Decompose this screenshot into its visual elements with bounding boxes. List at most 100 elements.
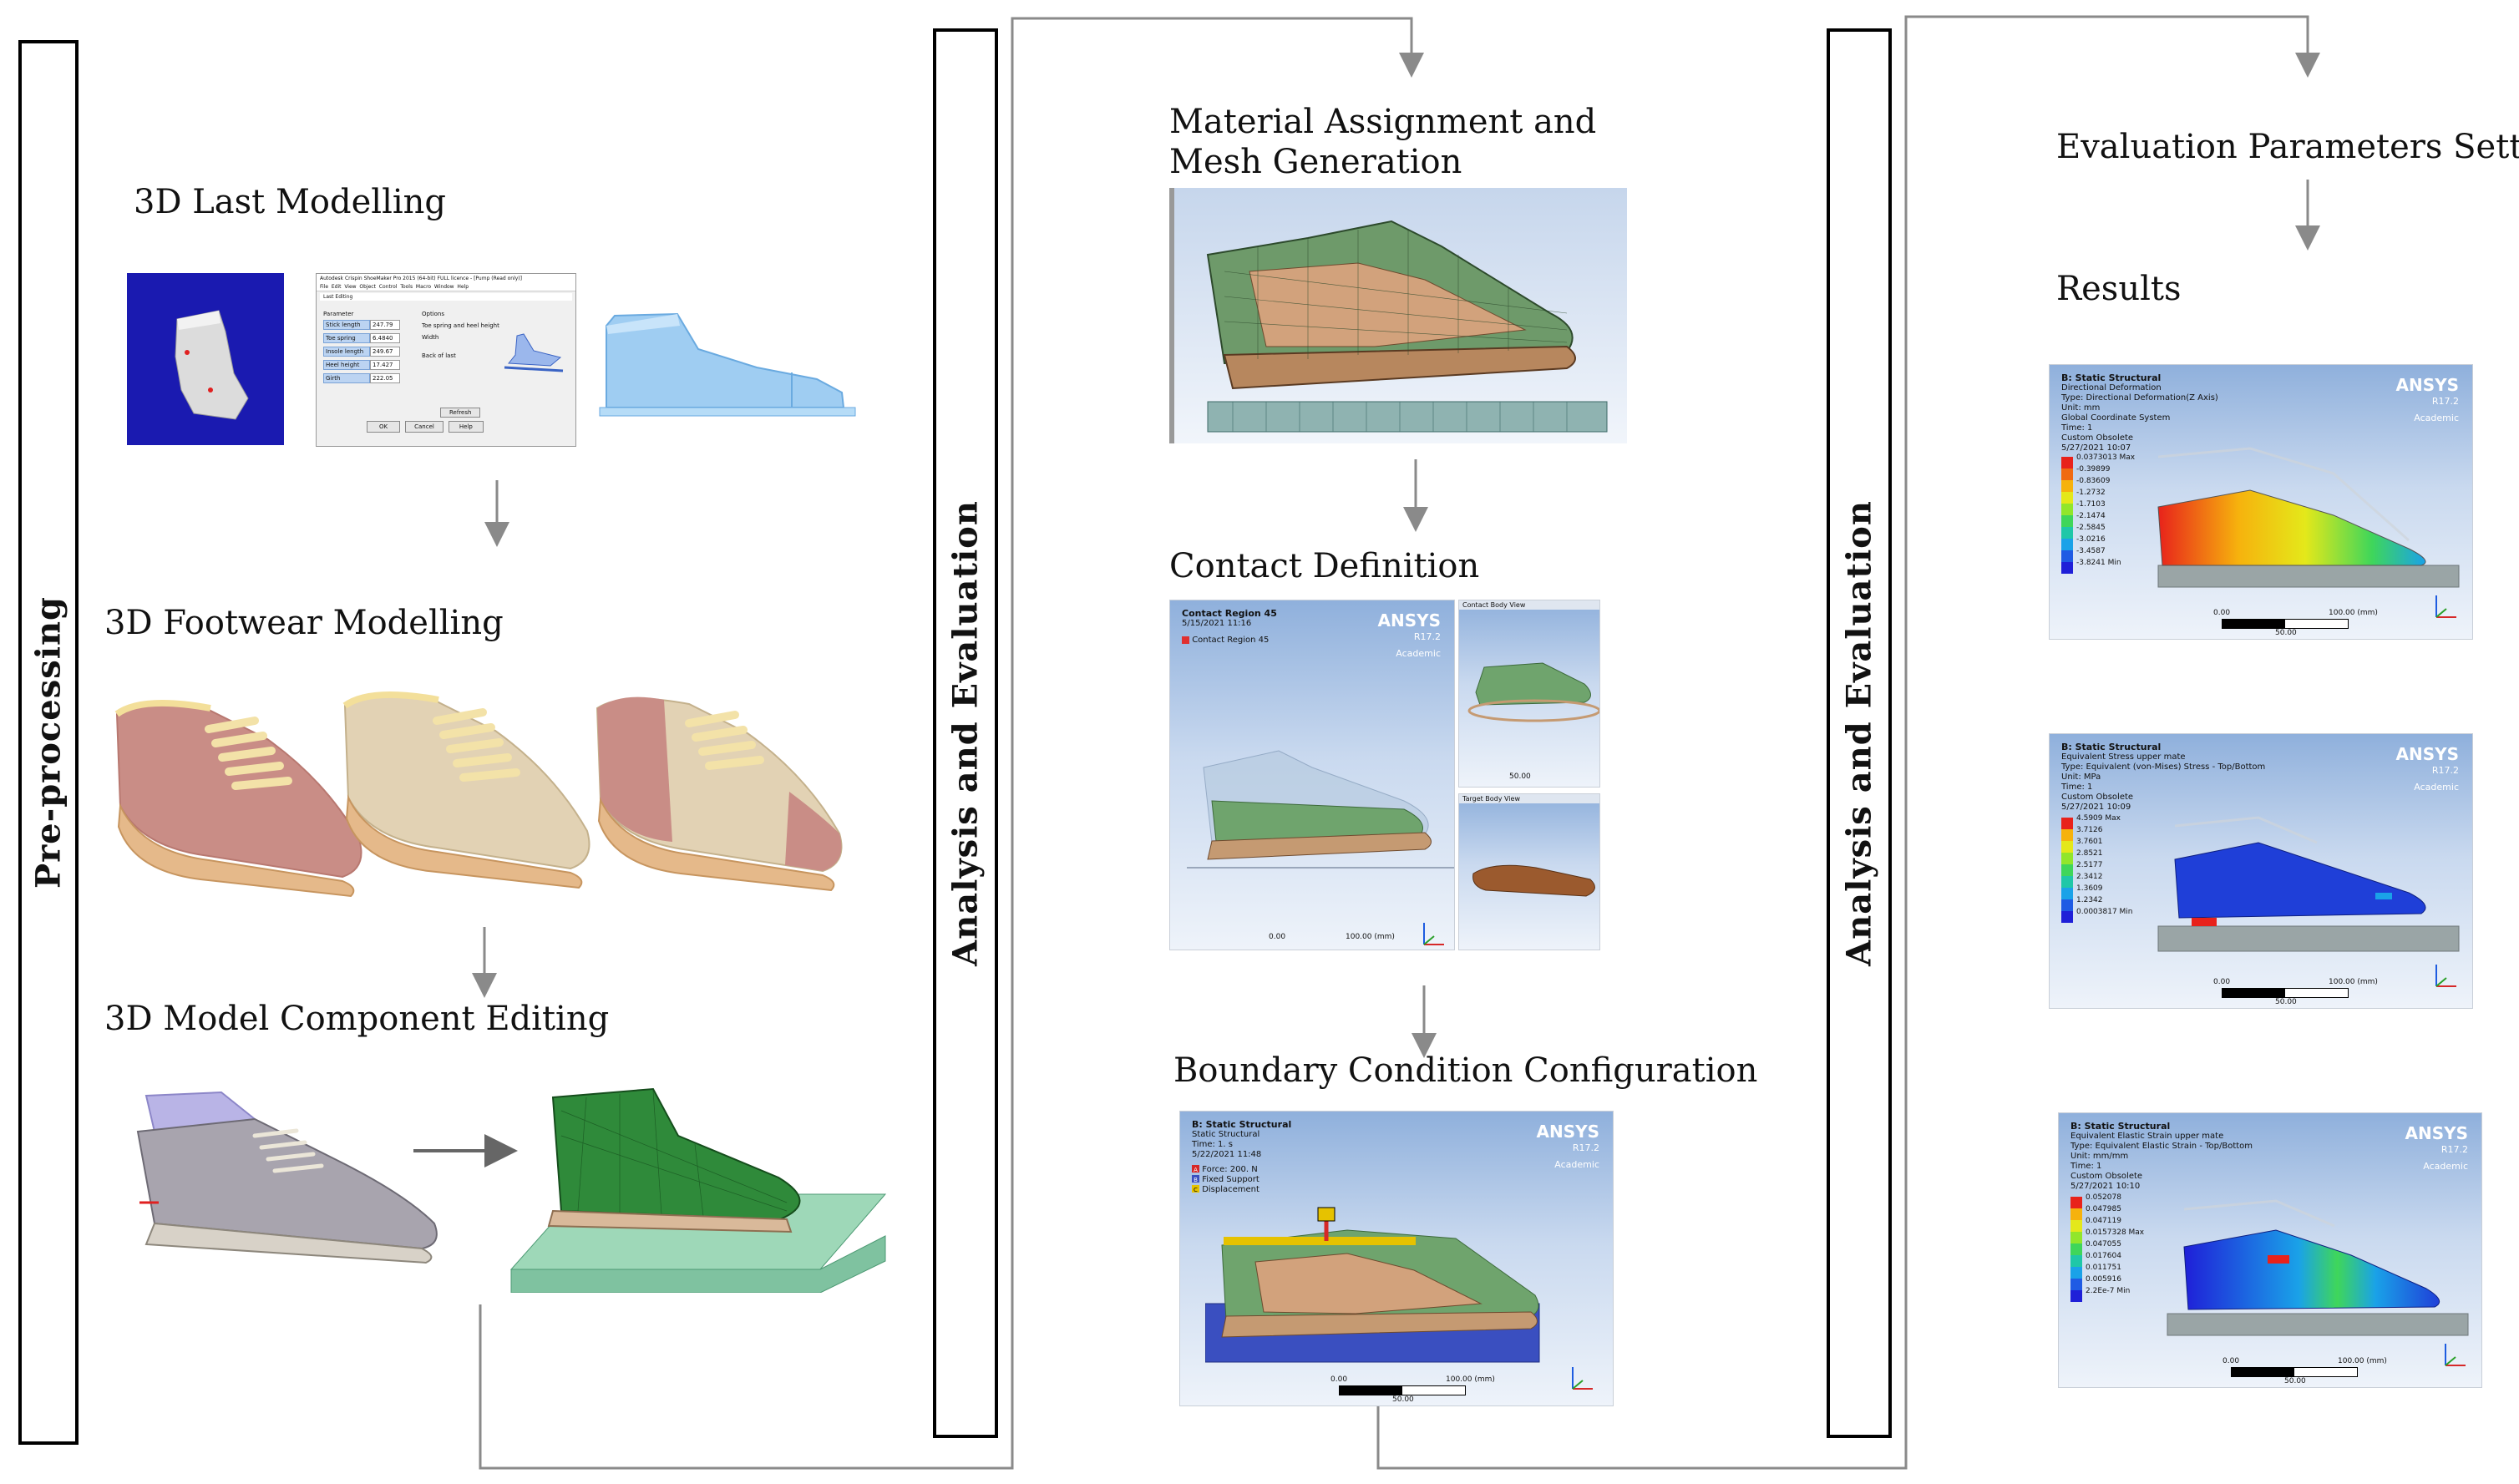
legend-value: 3.7126 bbox=[2076, 826, 2103, 834]
last-3d-view bbox=[127, 273, 284, 445]
boundary-legend-item: A Force: 200. N bbox=[1192, 1165, 1291, 1175]
analysis-box-2: Analysis and Evaluation bbox=[1827, 28, 1892, 1438]
param-label[interactable]: Toe spring bbox=[323, 333, 370, 343]
boundary-scale-end: 100.00 (mm) bbox=[1446, 1375, 1495, 1384]
axis-triad-icon bbox=[1423, 923, 1444, 945]
result-line: Equivalent Elastic Strain upper mate bbox=[2070, 1132, 2224, 1141]
menu-tools[interactable]: Tools bbox=[400, 284, 413, 290]
param-label[interactable]: Insole length bbox=[323, 347, 370, 357]
result-title: B: Static Structural bbox=[2061, 372, 2162, 383]
option-item[interactable]: Back of last bbox=[422, 352, 456, 359]
legend-value: 0.0373013 Max bbox=[2076, 453, 2136, 462]
result-scale-end: 100.00 (mm) bbox=[2329, 609, 2378, 617]
option-item[interactable]: Width bbox=[422, 334, 439, 341]
legend-value: 0.052078 bbox=[2086, 1193, 2121, 1202]
color-legend bbox=[2070, 1197, 2082, 1302]
shoe-render-mixed bbox=[596, 696, 843, 892]
options-header: Options bbox=[422, 311, 445, 317]
menu-edit[interactable]: Edit bbox=[331, 284, 342, 290]
legend-value: -2.1474 bbox=[2076, 512, 2106, 520]
menu-object[interactable]: Object bbox=[359, 284, 376, 290]
menu-macro[interactable]: Macro bbox=[415, 284, 432, 290]
step-footwear-modelling: 3D Footwear Modelling bbox=[104, 604, 504, 642]
color-legend bbox=[2061, 457, 2073, 574]
shoe-render-components bbox=[136, 1091, 438, 1264]
legend-value: -1.7103 bbox=[2076, 500, 2106, 509]
legend-value: 0.047985 bbox=[2086, 1205, 2121, 1213]
result-line: Directional Deformation bbox=[2061, 383, 2162, 393]
option-item[interactable]: Toe spring and heel height bbox=[422, 322, 499, 329]
last-editing-window: Autodesk Crispin ShoeMaker Pro 2015 (64-… bbox=[316, 273, 576, 447]
param-label[interactable]: Stick length bbox=[323, 320, 370, 330]
contact-main-panel: Contact Region 45 5/15/2021 11:16 Contac… bbox=[1169, 600, 1455, 950]
result-scale-mid: 50.00 bbox=[2275, 998, 2297, 1006]
menu-window[interactable]: Window bbox=[433, 284, 454, 290]
legend-value: 0.047055 bbox=[2086, 1240, 2121, 1248]
result-panel-deformation: B: Static Structural Directional Deforma… bbox=[2049, 364, 2473, 640]
boundary-legend-item: B Fixed Support bbox=[1192, 1175, 1291, 1185]
param-value[interactable]: 247.79 bbox=[370, 320, 400, 330]
shoe-render-mesh-green bbox=[509, 1087, 887, 1293]
result-scale-start: 0.00 bbox=[2213, 978, 2231, 986]
result-line: Unit: mm/mm bbox=[2070, 1152, 2129, 1161]
legend-value: -3.4587 bbox=[2076, 547, 2106, 555]
result-scale-bar bbox=[2231, 1367, 2358, 1377]
dialog-title: Last Editing bbox=[320, 293, 572, 301]
legend-value: 1.3609 bbox=[2076, 884, 2103, 893]
step-last-modelling: 3D Last Modelling bbox=[134, 183, 447, 221]
result-scale-bar bbox=[2222, 619, 2349, 629]
result-scale-end: 100.00 (mm) bbox=[2329, 978, 2378, 986]
param-value[interactable]: 6.4840 bbox=[370, 333, 400, 343]
legend-value: 0.047119 bbox=[2086, 1217, 2121, 1225]
ok-button[interactable]: OK bbox=[367, 421, 401, 433]
menu-control[interactable]: Control bbox=[378, 284, 398, 290]
legend-value: -3.0216 bbox=[2076, 535, 2106, 544]
loop-pre-to-analysis bbox=[479, 17, 1424, 1470]
last-preview-icon bbox=[504, 333, 564, 372]
boundary-date: 5/22/2021 11:48 bbox=[1192, 1150, 1262, 1159]
result-scale-mid: 50.00 bbox=[2275, 629, 2297, 637]
param-label[interactable]: Heel height bbox=[323, 360, 370, 370]
menu-help[interactable]: Help bbox=[457, 284, 469, 290]
result-line: Time: 1 bbox=[2070, 1162, 2102, 1171]
legend-value: -0.83609 bbox=[2076, 477, 2111, 485]
param-label[interactable]: Girth bbox=[323, 373, 370, 383]
legend-value: 0.0003817 Min bbox=[2076, 908, 2133, 916]
boundary-type: Static Structural bbox=[1192, 1130, 1260, 1139]
axis-triad-icon bbox=[2445, 1344, 2466, 1366]
legend-value: 2.5177 bbox=[2076, 861, 2103, 869]
shoe-render-mesh bbox=[342, 691, 590, 889]
help-button[interactable]: Help bbox=[448, 421, 484, 433]
legend-value: 3.7601 bbox=[2076, 838, 2103, 846]
legend-value: -1.2732 bbox=[2076, 489, 2106, 497]
param-value[interactable]: 249.67 bbox=[370, 347, 400, 357]
contact-body-view: Contact Body View 50.00 bbox=[1458, 600, 1600, 788]
result-scale-bar bbox=[2222, 988, 2349, 998]
axis-triad-icon bbox=[2435, 965, 2456, 987]
legend-value: 2.2Ee-7 Min bbox=[2086, 1287, 2131, 1295]
analysis-box-1: Analysis and Evaluation bbox=[933, 28, 998, 1438]
menu-file[interactable]: File bbox=[320, 284, 329, 290]
param-value[interactable]: 17.427 bbox=[370, 360, 400, 370]
title-bar: Autodesk Crispin ShoeMaker Pro 2015 (64-… bbox=[317, 274, 575, 283]
contact-scale-end: 100.00 (mm) bbox=[1346, 933, 1395, 941]
contact-title: Contact Region 45 bbox=[1182, 608, 1277, 619]
legend-value: -3.8241 Min bbox=[2076, 559, 2121, 567]
cancel-button[interactable]: Cancel bbox=[405, 421, 443, 433]
refresh-button[interactable]: Refresh bbox=[440, 408, 481, 418]
result-scale-start: 0.00 bbox=[2222, 1357, 2240, 1365]
legend-value: 0.017604 bbox=[2086, 1252, 2121, 1260]
axis-triad-icon bbox=[1572, 1367, 1593, 1390]
boundary-time: Time: 1. s bbox=[1192, 1140, 1233, 1149]
mesh-panel bbox=[1169, 188, 1627, 443]
param-value[interactable]: 222.05 bbox=[370, 373, 400, 383]
menu-view[interactable]: View bbox=[344, 284, 357, 290]
result-scale-start: 0.00 bbox=[2213, 609, 2231, 617]
loop-analysis1-to-analysis2 bbox=[1376, 15, 2320, 1470]
legend-value: 0.0157328 Max bbox=[2086, 1228, 2145, 1237]
boundary-title: B: Static Structural bbox=[1192, 1119, 1292, 1130]
